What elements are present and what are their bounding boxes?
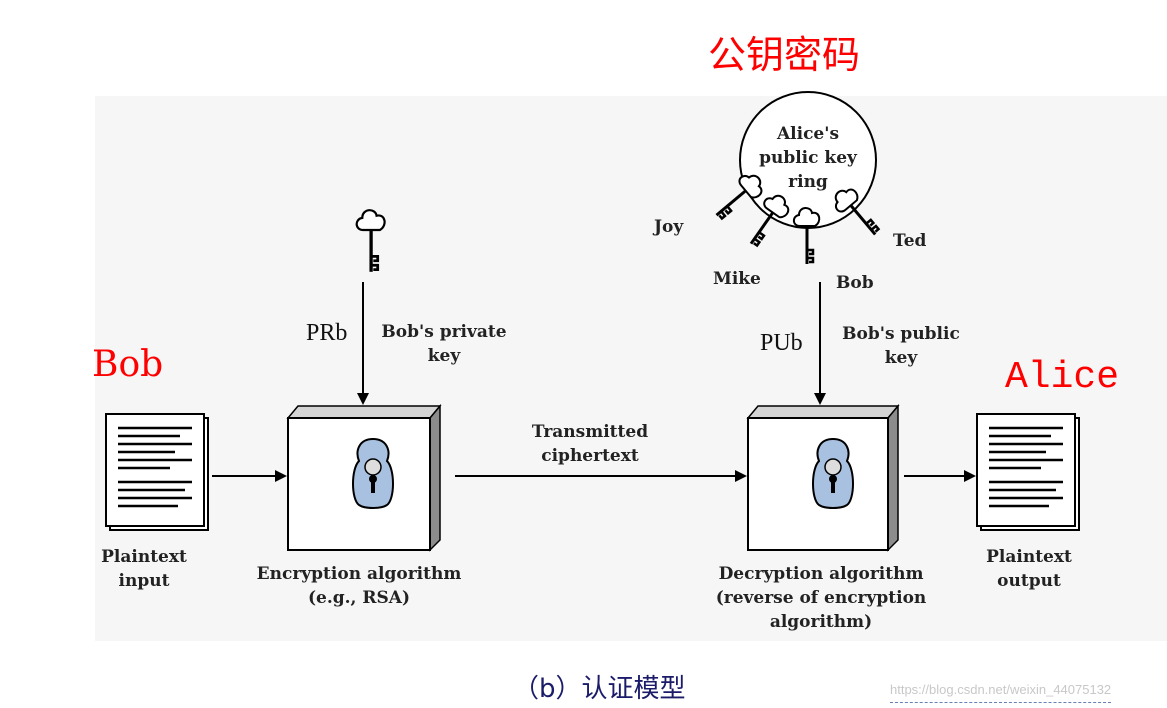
- plaintext-input-document-icon: [105, 413, 209, 531]
- public-key-ring-icon: [706, 91, 887, 266]
- receiver-label: Alice: [1005, 356, 1120, 399]
- encryption-lock-icon: [352, 437, 394, 509]
- sender-label: Bob: [92, 344, 164, 385]
- figure-caption: （b）认证模型: [513, 674, 686, 704]
- plaintext-output-document-icon: [976, 413, 1080, 531]
- watermark: https://blog.csdn.net/weixin_44075132: [890, 682, 1112, 703]
- decryption-box: [746, 403, 900, 552]
- diagram-title: 公钥密码: [708, 33, 861, 77]
- decryption-algorithm-label: Decryption algorithm(reverse of encrypti…: [715, 564, 927, 632]
- encryption-algorithm-label: Encryption algorithm(e.g., RSA): [256, 564, 462, 608]
- key-owner-joy: Joy: [654, 217, 684, 237]
- key-owner-ted: Ted: [893, 231, 927, 251]
- flow-arrows: [212, 282, 976, 482]
- key-owner-bob: Bob: [836, 273, 874, 293]
- key-owner-mike: Mike: [713, 269, 761, 289]
- private-key-symbol: PRb: [306, 320, 348, 346]
- public-key-symbol: PUb: [760, 330, 803, 356]
- diagram-panel: [95, 96, 1167, 641]
- private-key-cloud-icon: [355, 208, 387, 274]
- encryption-box: [286, 403, 442, 552]
- decryption-lock-icon: [812, 437, 854, 509]
